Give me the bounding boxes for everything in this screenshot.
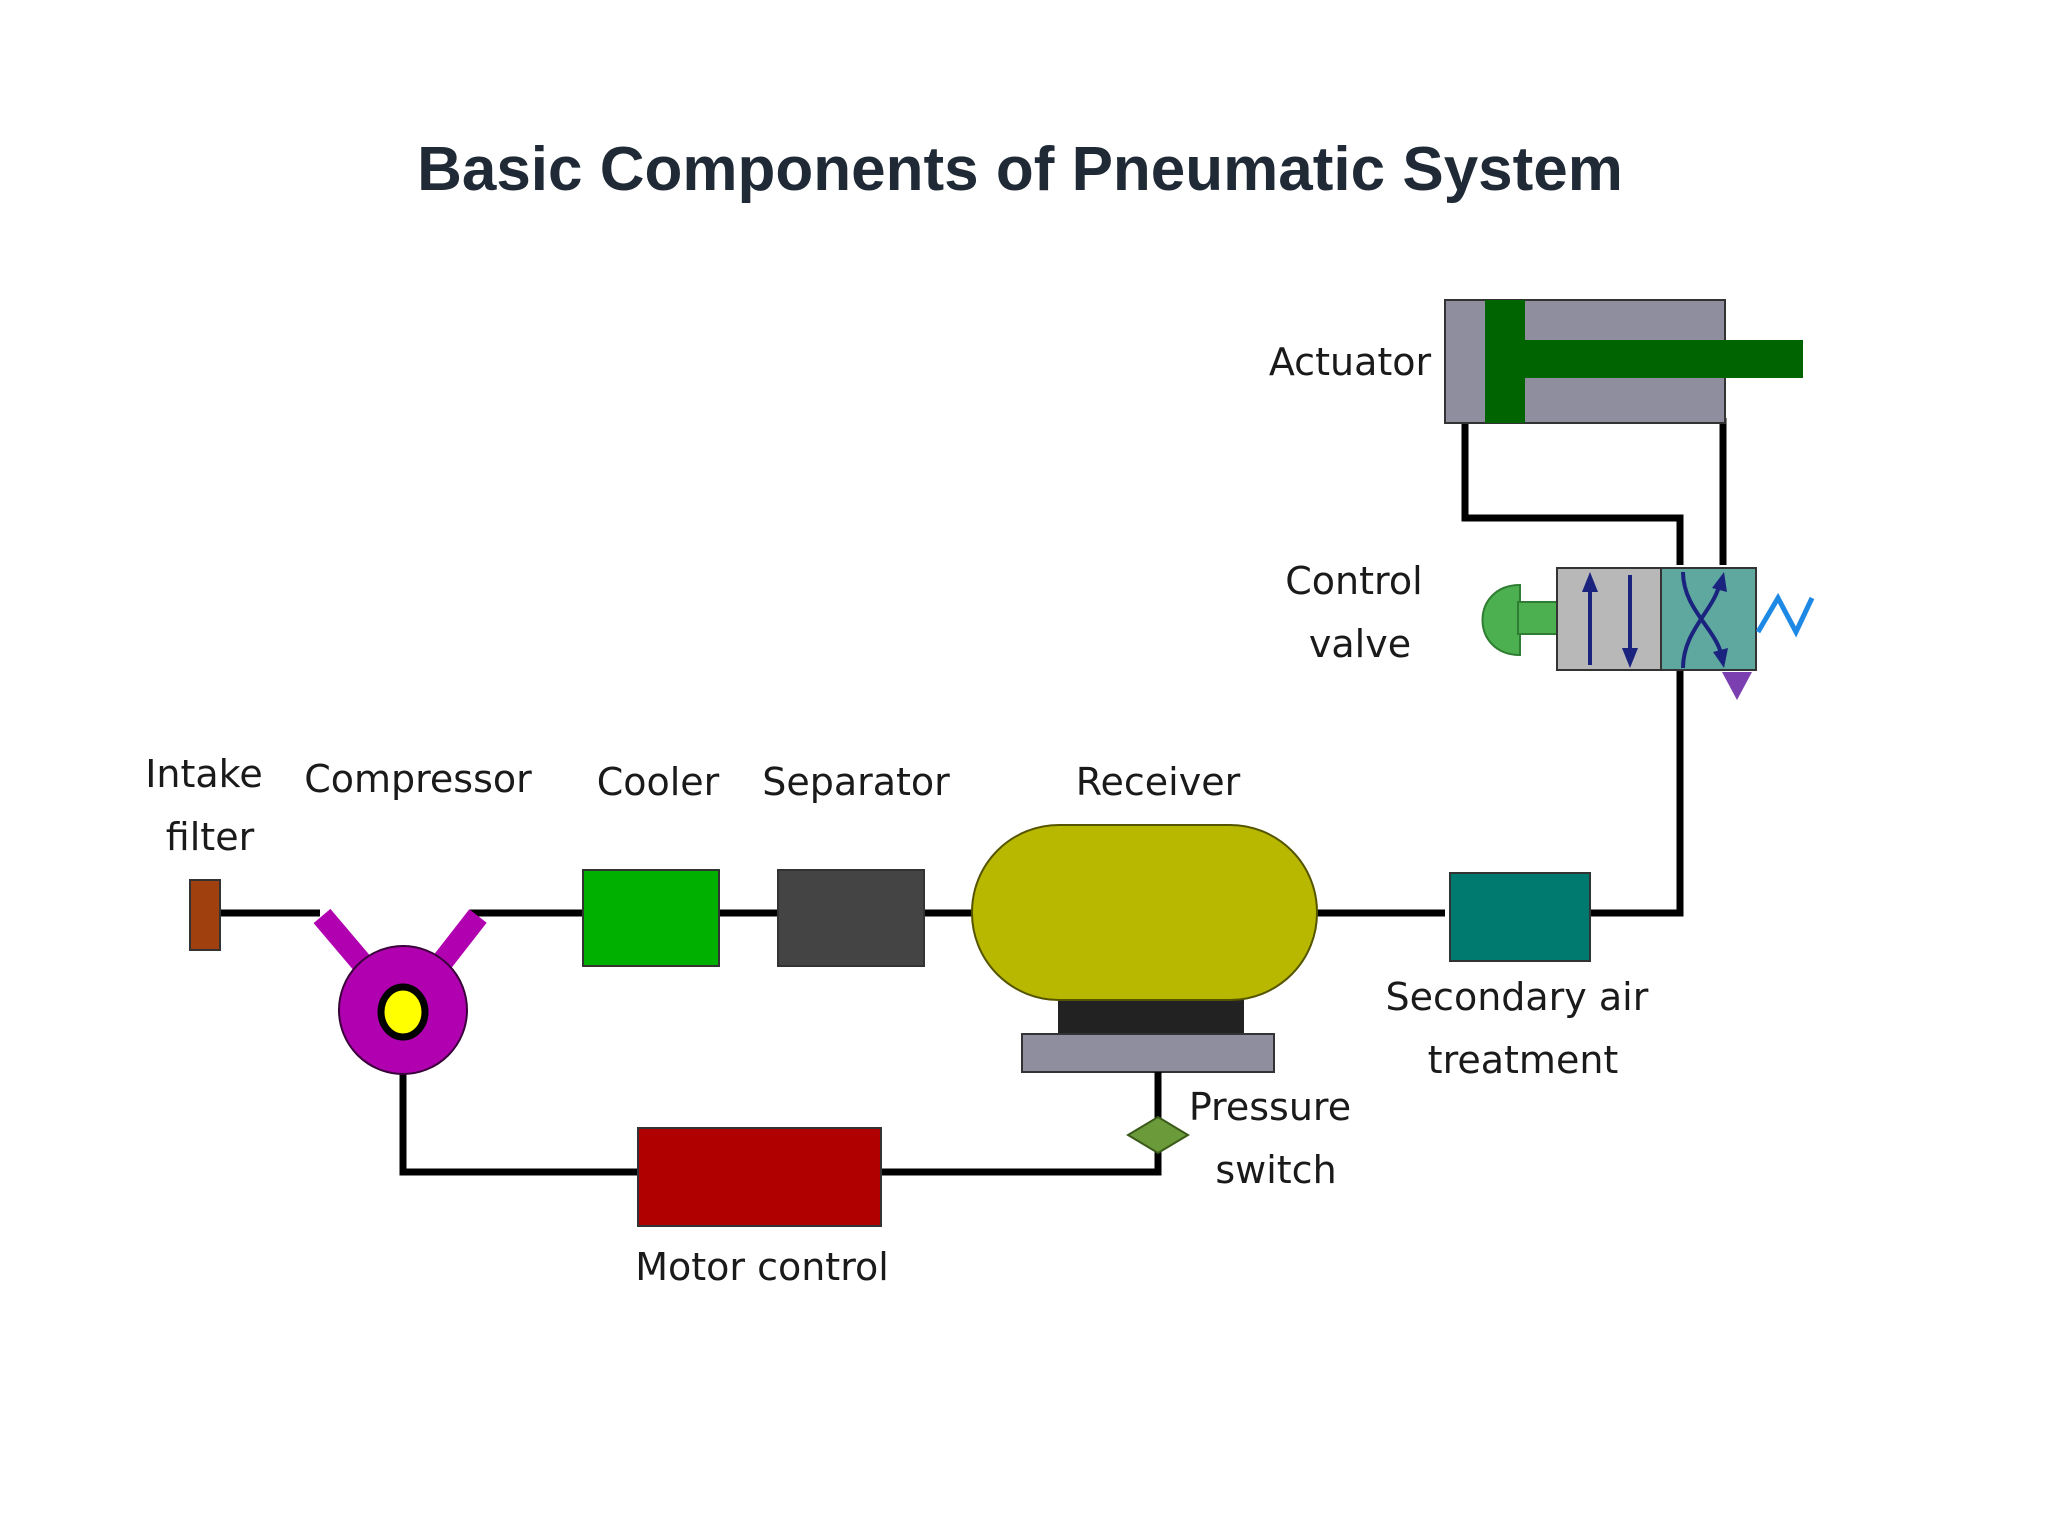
pipe-compressor-motor <box>399 1060 638 1176</box>
pipe-motor-switch <box>875 1062 1162 1176</box>
valve-pushbutton-stem <box>1517 601 1559 635</box>
receiver: Receiver <box>971 760 1318 1073</box>
valve-arrowhead-cross-up <box>1712 572 1727 592</box>
intake-filter-label: Intake filter <box>145 752 275 859</box>
actuator-label: Actuator <box>1269 340 1432 384</box>
pressure-switch-symbol <box>1126 1115 1190 1155</box>
valve-position-straight <box>1556 567 1662 671</box>
control-valve-label: Control valve <box>1285 559 1434 666</box>
valve-flow-arrows-straight <box>1588 575 1632 665</box>
receiver-tank <box>971 824 1318 1001</box>
valve-exhaust-icon <box>1722 672 1752 700</box>
separator: Separator <box>762 760 950 967</box>
valve-arrowhead-up <box>1582 572 1598 592</box>
compressor: Compressor <box>304 757 532 1075</box>
compressor-core <box>377 983 429 1041</box>
motor-control-label: Motor control <box>635 1245 889 1289</box>
pipe-treatment-valve <box>1580 660 1684 917</box>
intake-filter-symbol <box>189 879 221 951</box>
receiver-label: Receiver <box>1076 760 1241 804</box>
motor-control: Motor control <box>635 1127 889 1289</box>
receiver-base <box>1058 995 1244 1035</box>
control-valve: Control valve <box>1285 559 1815 700</box>
separator-label: Separator <box>762 760 950 804</box>
diagram-title: Basic Components of Pneumatic System <box>417 135 1623 204</box>
secondary-air-treatment-block <box>1449 872 1591 962</box>
secondary-air-treatment: Secondary air treatment <box>1386 872 1661 1082</box>
valve-spring-icon <box>1755 592 1815 638</box>
separator-block <box>777 869 925 967</box>
valve-pushbutton <box>1481 583 1521 657</box>
valve-flow-arrows-cross <box>1681 571 1724 669</box>
secondary-air-treatment-label: Secondary air treatment <box>1386 975 1661 1082</box>
cooler-label: Cooler <box>597 760 720 804</box>
compressor-label: Compressor <box>304 757 532 801</box>
valve-position-cross <box>1660 567 1757 671</box>
valve-arrowhead-cross-down <box>1713 648 1728 668</box>
actuator-piston <box>1485 300 1525 423</box>
motor-control-block <box>637 1127 882 1227</box>
pressure-switch: Pressure switch <box>1126 1072 1363 1192</box>
intake-filter: Intake filter <box>145 752 275 951</box>
receiver-plate <box>1021 1033 1275 1073</box>
cooler: Cooler <box>582 760 720 967</box>
actuator: Actuator <box>1269 299 1803 424</box>
valve-arrowhead-down <box>1622 648 1638 668</box>
actuator-rod <box>1525 340 1803 378</box>
pipe-valve-actuator-left <box>1461 418 1684 565</box>
cooler-block <box>582 869 720 967</box>
pressure-switch-label: Pressure switch <box>1189 1085 1363 1192</box>
